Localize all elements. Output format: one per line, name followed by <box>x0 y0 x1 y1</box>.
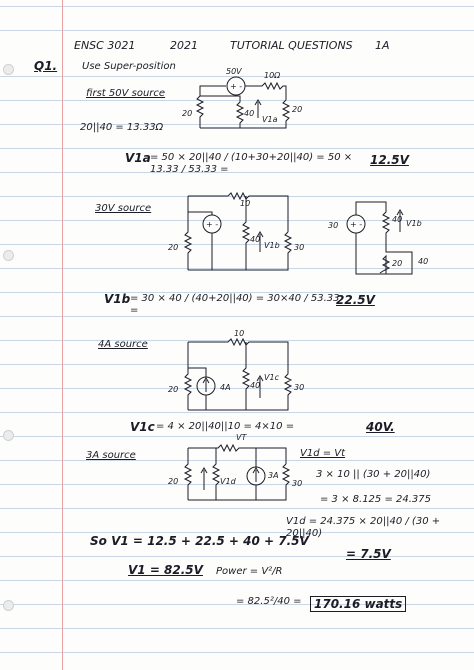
question-label: Q1. <box>34 59 58 73</box>
svg-text:+ -: + - <box>206 220 218 229</box>
label-v1d: V1d <box>220 477 237 486</box>
binder-hole <box>3 64 14 75</box>
label-30: 30 <box>292 479 302 488</box>
label-30: 30 <box>294 383 304 392</box>
power-result: 170.16 watts <box>310 596 407 612</box>
binder-hole <box>3 600 14 611</box>
v1a-result: 12.5V <box>370 153 409 167</box>
v1a-symbol: V1a <box>125 151 151 165</box>
label-40: 40 <box>250 235 260 244</box>
label-v1b: V1b <box>264 241 280 250</box>
course-code: ENSC 3021 <box>74 39 136 52</box>
label-v1c: V1c <box>264 373 280 382</box>
circuit-30v-source: + - 10 20 40 30 V1b <box>168 191 304 271</box>
label-20-right: 20 <box>292 105 302 114</box>
power-formula: Power = V²/R <box>216 566 283 577</box>
svg-text:+ -: + - <box>350 220 362 229</box>
v1b-equation: = 30 × 40 / (40+20||40) = 30×40 / 53.33 … <box>130 293 340 316</box>
label-vt: VT <box>236 433 247 442</box>
heading-50v: first 50V source <box>86 88 166 99</box>
label-3a: 3A <box>268 471 279 480</box>
v1b-result: 22.5V <box>336 293 375 307</box>
v1d-line-3: = 3 × 8.125 = 24.375 <box>320 494 432 505</box>
label-40-side: 40 <box>418 257 428 266</box>
year: 2021 <box>170 39 198 52</box>
instruction: Use Super-position <box>82 61 176 72</box>
label-v1b: V1b <box>406 219 422 228</box>
question-set: 1A <box>375 39 390 52</box>
v1c-equation: = 4 × 20||40||10 = 4×10 = <box>156 421 295 432</box>
label-20: 20 <box>392 259 402 268</box>
label-30: 30 <box>294 243 304 252</box>
svg-text:+ -: + - <box>230 82 242 91</box>
label-10-ohm: 10Ω <box>264 71 281 80</box>
label-4a: 4A <box>220 383 231 392</box>
v1b-symbol: V1b <box>104 292 131 306</box>
label-20: 20 <box>182 109 192 118</box>
circuit-3a-source: VT 20 V1d 3A 30 <box>168 433 302 501</box>
sum-line: So V1 = 12.5 + 22.5 + 40 + 7.5V <box>90 534 309 548</box>
label-20: 20 <box>168 243 178 252</box>
binder-hole <box>3 430 14 441</box>
sheet-title: TUTORIAL QUESTIONS <box>230 39 353 52</box>
v1-final: V1 = 82.5V <box>128 563 203 577</box>
label-20: 20 <box>168 385 178 394</box>
v1a-equation: = 50 × 20||40 / (10+30+20||40) = 50 × 13… <box>150 152 353 175</box>
v1d-line-1: V1d = Vt <box>300 448 346 459</box>
circuit-30v-redrawn: + - 30 40 V1b 20 40 <box>328 201 428 275</box>
label-30v: 30 <box>328 221 338 230</box>
circuit-50v-source: + - 50V 10Ω 20 40 20 V1a <box>182 67 302 129</box>
label-40: 40 <box>250 381 260 390</box>
heading-3a: 3A source <box>86 450 136 461</box>
v1d-line-4: V1d = 24.375 × 20||40 / (30 + 20||40) <box>286 516 441 539</box>
label-40: 40 <box>244 109 254 118</box>
heading-30v: 30V source <box>95 203 152 214</box>
margin-line <box>62 0 63 670</box>
v1d-line-2: 3 × 10 || (30 + 20||40) <box>316 469 431 480</box>
heading-4a: 4A source <box>98 339 148 350</box>
binder-hole <box>3 250 14 261</box>
label-50v: 50V <box>226 67 242 76</box>
label-v1a: V1a <box>262 115 278 124</box>
label-40: 40 <box>392 215 402 224</box>
power-calc: = 82.5²/40 = <box>236 596 302 607</box>
parallel-calc: 20||40 = 13.33Ω <box>80 122 164 133</box>
label-10: 10 <box>240 199 250 208</box>
label-10: 10 <box>234 329 244 338</box>
v1c-result: 40V. <box>366 420 395 434</box>
v1c-symbol: V1c <box>130 420 155 434</box>
circuit-4a-source: 10 20 4A 40 30 V1c <box>168 329 304 411</box>
label-20: 20 <box>168 477 178 486</box>
v1d-result: = 7.5V <box>346 547 391 561</box>
